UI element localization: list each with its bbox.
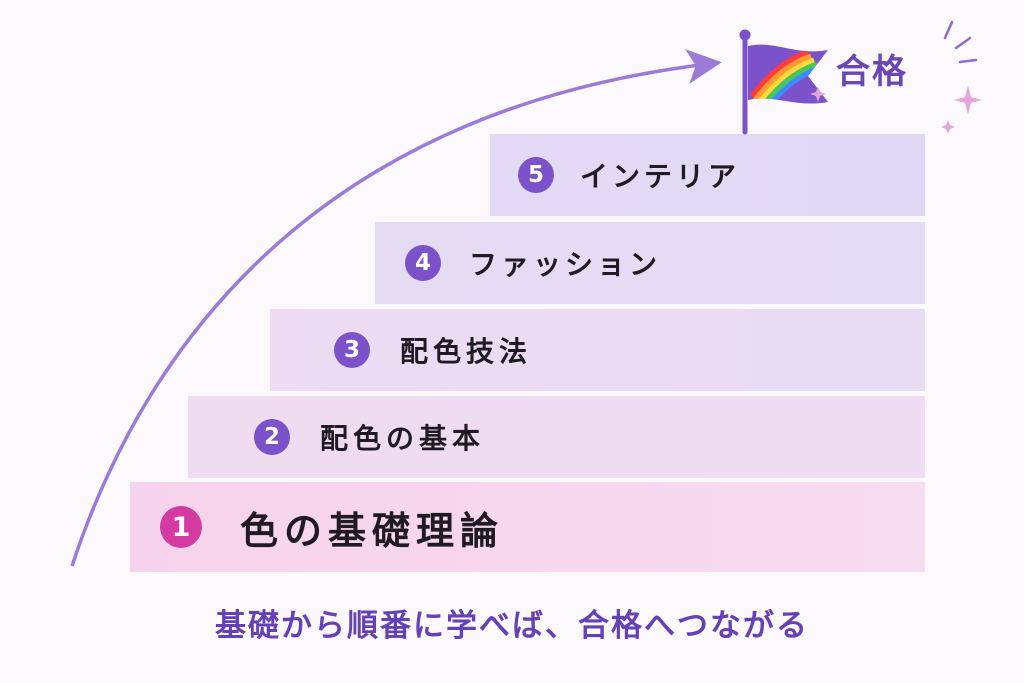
step-label: インテリア (580, 160, 741, 193)
step-label: 配色の基本 (320, 422, 486, 455)
step-number-badge: 1 (160, 506, 202, 548)
goal-label: 合格 (836, 52, 908, 92)
step-5: 5 インテリア (490, 134, 925, 216)
step-number-badge: 2 (254, 419, 290, 455)
step-label: 配色技法 (400, 335, 533, 368)
step-label: 色の基礎理論 (240, 508, 505, 553)
step-4: 4 ファッション (375, 222, 925, 304)
step-2: 2 配色の基本 (188, 396, 925, 478)
step-3: 3 配色技法 (270, 309, 925, 391)
step-label: ファッション (469, 248, 662, 281)
caption: 基礎から順番に学べば、合格へつながる (215, 608, 809, 644)
step-1: 1 色の基礎理論 (130, 482, 925, 572)
step-number-badge: 5 (518, 157, 554, 193)
step-number-badge: 4 (405, 245, 441, 281)
step-number-badge: 3 (334, 332, 370, 368)
